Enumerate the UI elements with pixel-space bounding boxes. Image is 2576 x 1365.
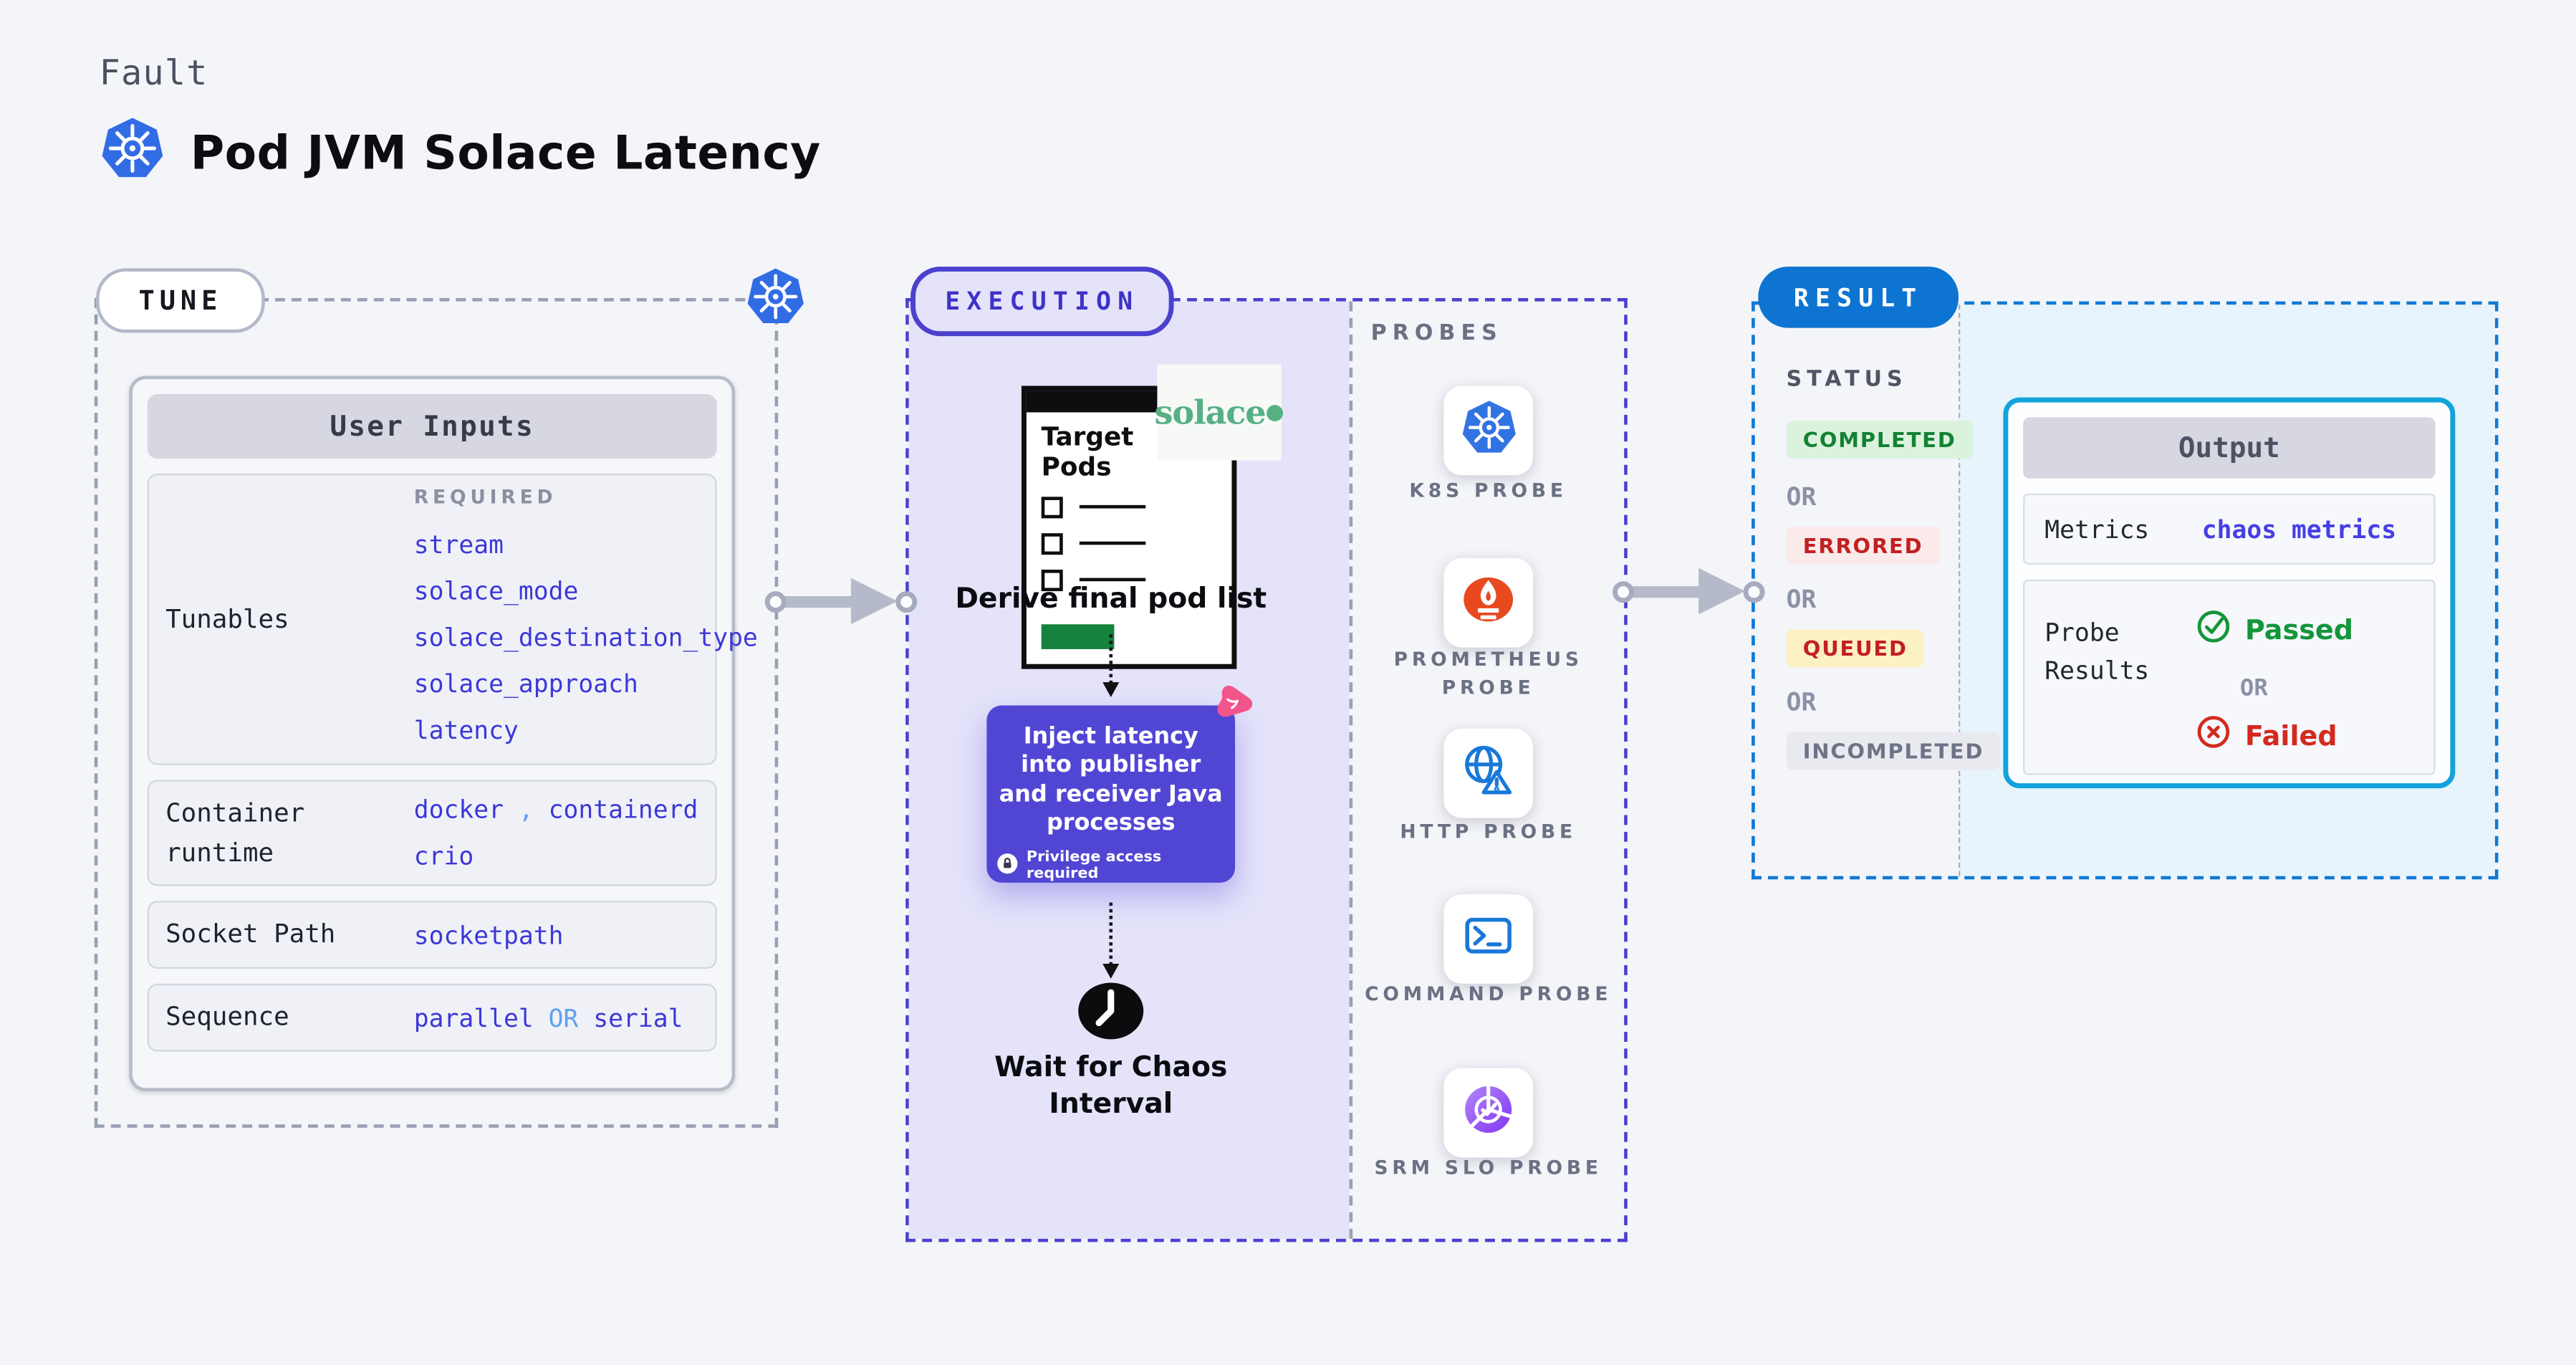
pod-checklist — [1027, 483, 1232, 591]
output-card: Output Metrics chaos metrics Probe Resul… — [2003, 397, 2456, 789]
tunable-value: latency — [413, 715, 519, 745]
inject-latency-step: Inject latency into publisher and receiv… — [986, 705, 1236, 883]
page-title: Pod JVM Solace Latency — [190, 125, 821, 180]
sequence-label: Sequence — [165, 1002, 289, 1033]
probe-result-failed: Failed — [2196, 714, 2337, 757]
prometheus-icon — [1458, 571, 1518, 634]
tunable-value: solace_destination_type — [413, 622, 758, 653]
probe-card-http — [1443, 728, 1534, 818]
probe-label: SRM SLO PROBE — [1374, 1156, 1602, 1179]
required-tag: REQUIRED — [413, 485, 557, 509]
status-badge-errored: ERRORED — [1786, 526, 1940, 565]
inject-latency-label: Inject latency into publisher and receiv… — [999, 723, 1223, 837]
solace-logo: solace● — [1155, 364, 1284, 461]
probe-label: HTTP PROBE — [1400, 819, 1577, 843]
checkbox-icon — [1041, 569, 1063, 591]
kubernetes-icon — [100, 116, 165, 189]
probe-label: K8S PROBE — [1409, 478, 1567, 502]
metrics-row: Metrics chaos metrics — [2023, 493, 2436, 565]
tunables-label: Tunables — [165, 604, 289, 635]
http-globe-warning-icon — [1458, 740, 1518, 806]
sequence-value: parallel — [413, 1002, 534, 1033]
x-circle-icon — [2196, 714, 2232, 757]
runtime-value: crio — [413, 841, 474, 871]
flow-arrow-tune-to-execution — [764, 578, 918, 630]
tunables-row: Tunables REQUIRED stream solace_mode sol… — [147, 473, 758, 765]
result-badge: RESULT — [1758, 267, 1959, 328]
socket-path-row: Socket Path socketpath — [147, 901, 717, 969]
confirm-button-shape — [1041, 624, 1115, 649]
socket-path-label: Socket Path — [165, 919, 336, 950]
kubernetes-icon — [745, 267, 807, 335]
or-separator: OR — [1786, 687, 1817, 717]
tunable-value: stream — [413, 530, 504, 560]
container-runtime-label: Container runtime — [165, 798, 305, 868]
kubernetes-icon — [1459, 398, 1517, 463]
socket-path-value: socketpath — [413, 919, 564, 950]
probes-heading: PROBES — [1370, 321, 1503, 347]
metrics-label: Metrics — [2044, 514, 2150, 545]
runtime-value: docker — [413, 795, 504, 825]
flow-arrow-execution-to-result — [1613, 567, 1765, 620]
metrics-value: chaos metrics — [2201, 514, 2397, 545]
chaos-pink-icon — [1210, 681, 1254, 732]
probe-results-label: Probe Results — [2044, 618, 2150, 685]
status-badge-queued: QUEUED — [1786, 629, 1924, 668]
user-inputs-table: User Inputs Tunables REQUIRED stream sol… — [129, 375, 758, 1092]
or-separator: OR — [1786, 482, 1817, 512]
or-separator: OR — [1786, 584, 1817, 615]
checkbox-icon — [1041, 532, 1063, 555]
probe-results-row: Probe Results Passed OR Failed — [2023, 579, 2436, 775]
probe-result-passed: Passed — [2196, 608, 2353, 651]
tunable-value: solace_mode — [413, 576, 579, 606]
sequence-value: serial — [593, 1002, 683, 1033]
probe-label: COMMAND PROBE — [1365, 982, 1613, 1005]
sequence-row: Sequence parallel OR serial — [147, 983, 717, 1052]
terminal-icon — [1458, 907, 1518, 970]
sequence-or: OR — [548, 1002, 579, 1033]
execution-probes-divider — [1349, 301, 1353, 1239]
wait-chaos-interval-label: Wait for Chaos Interval — [994, 1051, 1228, 1121]
runtime-value: containerd — [548, 795, 698, 825]
tune-badge: TUNE — [96, 268, 265, 333]
derive-pod-list-label: Derive final pod list — [955, 583, 1267, 616]
privilege-note: Privilege access required — [996, 848, 1225, 882]
probe-card-k8s — [1443, 385, 1534, 476]
probe-card-command — [1443, 894, 1534, 984]
check-circle-icon — [2196, 608, 2232, 651]
tune-section — [94, 297, 779, 1128]
probe-label: PROMETHEUS PROBE — [1393, 647, 1583, 699]
clock-icon — [1076, 980, 1145, 1048]
lock-icon — [996, 852, 1018, 878]
tunable-value: solace_approach — [413, 669, 638, 699]
page-header: Pod JVM Solace Latency — [100, 116, 821, 189]
flow-arrow-down — [1102, 634, 1119, 697]
execution-badge: EXECUTION — [910, 267, 1174, 337]
fault-kicker: Fault — [99, 52, 208, 93]
checkbox-icon — [1041, 496, 1063, 518]
probe-card-prometheus — [1443, 557, 1534, 648]
result-status-divider — [1959, 305, 1961, 876]
user-inputs-title: User Inputs — [147, 394, 717, 459]
runtime-separator: , — [518, 795, 534, 825]
output-title: Output — [2023, 417, 2436, 479]
or-separator: OR — [2239, 675, 2268, 702]
slo-pie-check-icon — [1458, 1080, 1518, 1146]
target-pods-title: Target Pods — [1041, 422, 1134, 483]
flow-arrow-down — [1102, 902, 1119, 979]
status-badge-incompleted: INCOMPLETED — [1786, 732, 2001, 770]
probe-card-srm-slo — [1443, 1068, 1534, 1158]
status-heading: STATUS — [1786, 368, 1908, 393]
status-badge-completed: COMPLETED — [1786, 421, 1973, 459]
container-runtime-row: Container runtime docker , containerd cr… — [147, 780, 717, 886]
